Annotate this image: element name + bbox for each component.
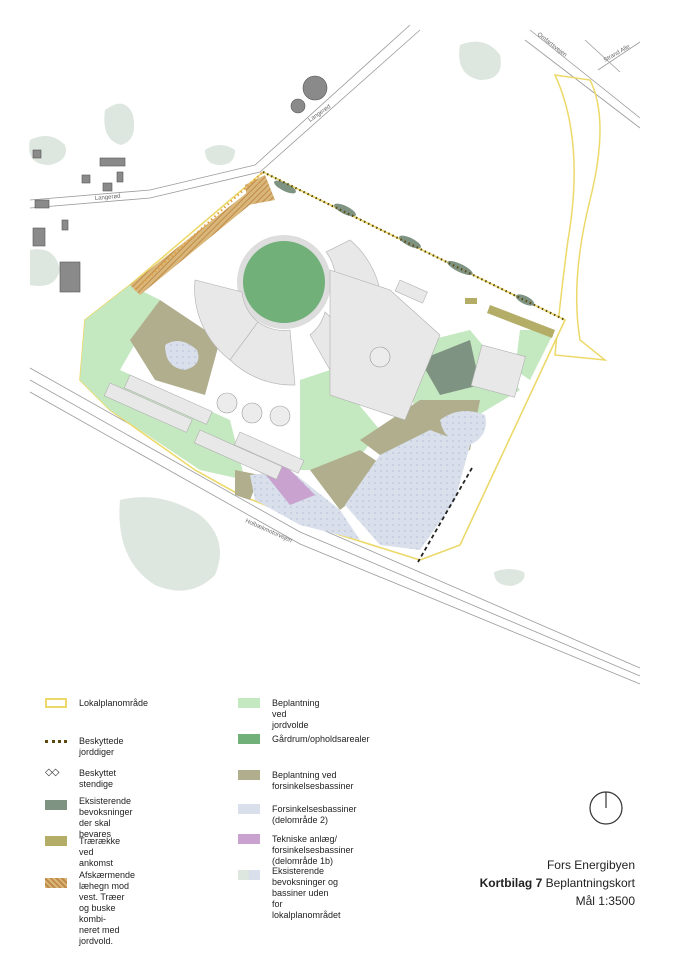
forsinkelse-plant-swatch: [238, 770, 260, 780]
legend-label: Lokalplanområde: [79, 698, 149, 708]
road-label-omfartsvej: Omfartsvejen: [536, 32, 568, 59]
legend-item-laehegn: Afskærmende læhegn mod vest. Træer og bu…: [45, 870, 135, 947]
sheet-name: Beplantningskort: [542, 876, 635, 890]
protected-dike-north: [262, 171, 566, 321]
legend-item-eksisterende: Eksisterende bevoksninger og bassiner ud…: [238, 866, 341, 921]
legend-item-traeraekke: Trærække ved ankomst: [45, 836, 120, 869]
bassiner-swatch: [238, 804, 260, 814]
road-label-holbaek: Holbækmotorvejen: [244, 518, 292, 544]
plan-boundary-corridor: [553, 74, 608, 361]
legend-label: Gårdrum/opholdsarealer: [272, 734, 370, 744]
road-label-langerod-lower: Langerød: [95, 194, 121, 202]
dots-swatch: [45, 740, 67, 743]
legend-label: Forsinkelsesbassiner (delområde 2): [272, 804, 357, 825]
traeraekke-swatch: [45, 836, 67, 846]
legend-item-jordvolde: Beplantning ved jordvolde: [238, 698, 320, 731]
diamond-swatch: ◇◇: [45, 767, 59, 778]
lokalplan-swatch: [45, 698, 67, 708]
title-block: Fors Energibyen Kortbilag 7 Beplantnings…: [480, 858, 635, 908]
protected-dike-west: [134, 171, 264, 291]
project-name: Fors Energibyen: [546, 858, 635, 872]
eksisterende-swatch: [238, 870, 260, 880]
sheet-title: Kortbilag 7 Beplantningskort: [480, 876, 635, 890]
legend-item-bevoksninger: Eksisterende bevoksninger der skal bevar…: [45, 796, 133, 840]
scale-label: Mål 1:3500: [575, 894, 635, 908]
legend-label: Eksisterende bevoksninger og bassiner ud…: [272, 866, 341, 920]
legend-item-jorddiger: Beskyttede jorddiger: [45, 736, 124, 758]
legend-item-tekniske: Tekniske anlæg/ forsinkelsesbassiner (de…: [238, 834, 354, 867]
jordvolde-swatch: [238, 698, 260, 708]
bevoksning-swatch: [45, 800, 67, 810]
plan-area: [79, 171, 567, 561]
tekniske-swatch: [238, 834, 260, 844]
road-label-strandalle: Strand Alle: [603, 44, 632, 64]
legend-label: Beskyttede jorddiger: [79, 736, 124, 757]
legend-item-gaardrum: Gårdrum/opholdsarealer: [238, 734, 370, 745]
legend-item-lokalplan: Lokalplanområde: [45, 698, 148, 709]
roads: [29, 24, 641, 685]
north-arrow-icon: [589, 791, 623, 825]
sheet-number: Kortbilag 7: [479, 876, 543, 890]
legend-label: Afskærmende læhegn mod vest. Træer og bu…: [79, 870, 136, 946]
existing-buildings: [32, 75, 328, 293]
legend-item-forsinkelse-plant: Beplantning ved forsinkelsesbassiner: [238, 770, 354, 792]
legend-label: Beplantning ved forsinkelsesbassiner: [272, 770, 354, 791]
legend-item-stendige: ◇◇ Beskyttet stendige: [45, 768, 116, 790]
legend-label: Beplantning ved jordvolde: [272, 698, 320, 730]
legend-label: Trærække ved ankomst: [79, 836, 121, 868]
hatch-swatch: [45, 878, 67, 888]
legend-label: Beskyttet stendige: [79, 768, 117, 789]
legend-item-bassiner: Forsinkelsesbassiner (delområde 2): [238, 804, 357, 826]
gaardrum-swatch: [238, 734, 260, 744]
legend-label: Tekniske anlæg/ forsinkelsesbassiner (de…: [272, 834, 354, 866]
legend-label: Eksisterende bevoksninger der skal bevar…: [79, 796, 133, 839]
